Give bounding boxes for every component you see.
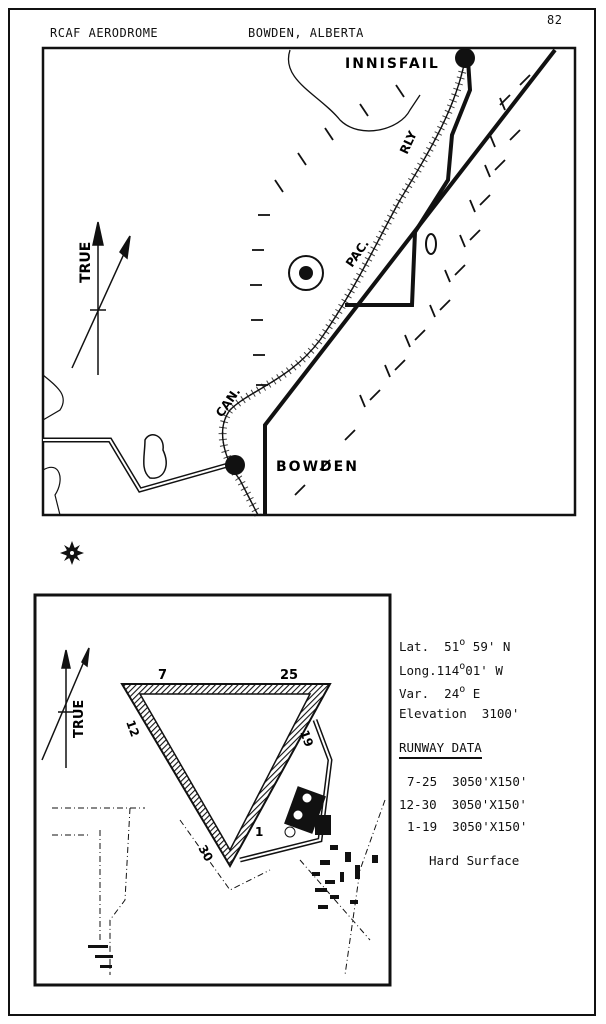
runway-end-25: 25 xyxy=(280,668,298,683)
longitude: Long.114o01' W xyxy=(399,661,503,678)
area-map xyxy=(41,46,577,517)
latitude: Lat. 51o 59' N xyxy=(399,637,511,654)
true-label-bottom: TRUE xyxy=(72,700,87,738)
north-arrow-icon xyxy=(41,647,90,768)
innisfail-label: INNISFAIL xyxy=(345,56,440,72)
runway-row: 1-19 3050'X150' xyxy=(407,819,528,834)
runway-end-19: 19 xyxy=(297,728,316,748)
elevation: Elevation 3100' xyxy=(399,706,520,721)
bowden-dot xyxy=(225,455,245,475)
rail-label-rly: RLY xyxy=(397,129,420,157)
runway-data-heading: RUNWAY DATA xyxy=(399,741,482,759)
location-title: BOWDEN, ALBERTA xyxy=(248,26,364,40)
page-border xyxy=(8,8,596,1016)
true-label-top: TRUE xyxy=(78,242,94,283)
runway-end-7: 7 xyxy=(158,668,167,683)
rail-label-pac: PAC. xyxy=(343,237,372,270)
bowden-label: BOWDEN xyxy=(276,459,359,475)
north-arrow-icon xyxy=(71,221,131,375)
airfield-diagram xyxy=(33,593,392,987)
railway xyxy=(221,59,466,516)
page-number: 82 xyxy=(547,13,563,27)
runway-row: 7-25 3050'X150' xyxy=(407,774,528,789)
compass-rose-icon xyxy=(60,541,84,565)
pond xyxy=(143,434,167,479)
variation: Var. 24o E xyxy=(399,684,481,701)
highway-main xyxy=(263,48,557,515)
runway-end-1: 1 xyxy=(255,825,263,839)
lake-outline xyxy=(287,49,421,132)
aerodrome-symbol xyxy=(288,255,324,291)
innisfail-dot xyxy=(455,48,475,68)
aerodrome-title: RCAF AERODROME xyxy=(50,26,159,40)
runway-end-12: 12 xyxy=(123,718,142,738)
surface-type: Hard Surface xyxy=(429,853,520,868)
highway-secondary xyxy=(345,59,473,307)
runway-row: 12-30 3050'X150' xyxy=(399,797,527,812)
